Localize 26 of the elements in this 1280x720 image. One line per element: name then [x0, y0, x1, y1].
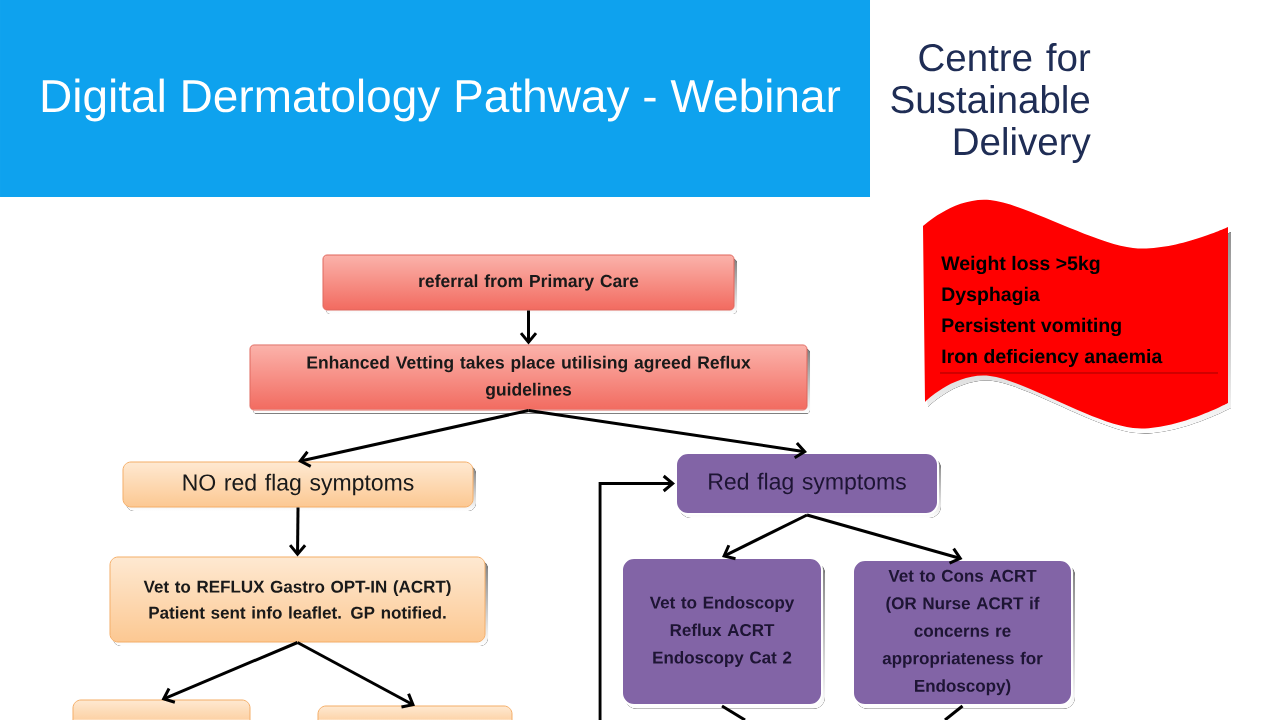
arrow — [519, 310, 538, 345]
process-box: Enhanced Vetting takes place utilising agreed Reflux guidelines — [249, 344, 810, 414]
arrow — [288, 507, 307, 557]
symptom-text: Weight loss >5kg — [941, 255, 1100, 275]
organisation-name: Centre for Sustainable Delivery — [891, 43, 1091, 163]
arrow — [296, 641, 415, 709]
symptom-text: Persistent vomiting — [942, 317, 1121, 337]
title-banner: Digital Dermatology Pathway - Webinar — [0, 0, 870, 197]
symptom-text: Iron deficiency anaemia — [942, 348, 1163, 368]
connector-line — [721, 704, 746, 720]
process-box: Vet to Endoscopy Reflux ACRT Endoscopy Cat 2 — [621, 557, 825, 709]
arrow — [598, 474, 675, 720]
process-box: Red flag symptoms — [675, 452, 941, 518]
arrow — [722, 513, 808, 561]
arrow — [298, 409, 529, 468]
arrow — [528, 409, 807, 460]
process-box — [317, 705, 513, 720]
arrow — [806, 513, 963, 565]
connector-line — [944, 704, 964, 720]
symptom-text: Dysphagia — [942, 286, 1040, 306]
process-box: NO red flag symptoms — [122, 461, 476, 511]
process-box: Vet to Cons ACRT (OR Nurse ACRT if concerns re appropriateness for Endoscopy) — [852, 559, 1075, 709]
process-box: Vet to REFLUX Gastro OPT-IN (ACRT) Patient sent info leaflet. GP notified. — [109, 556, 488, 646]
process-box — [72, 699, 251, 720]
process-box: referral from Primary Care — [322, 254, 737, 314]
arrow — [161, 641, 299, 704]
